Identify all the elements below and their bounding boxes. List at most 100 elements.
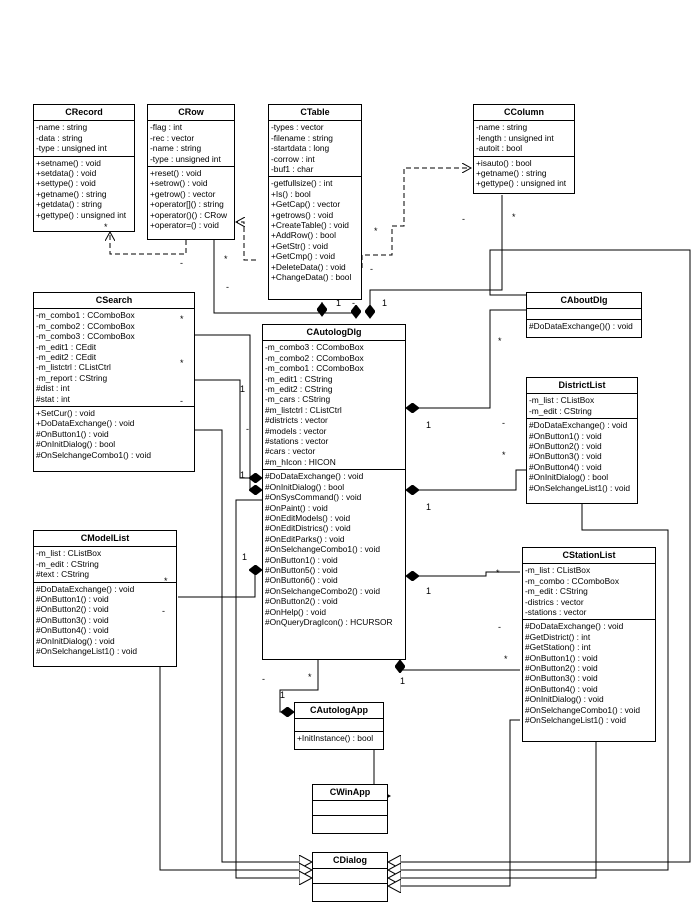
operations: +reset() : void+setrow() : void+getrow()… [148,167,234,232]
class-member: +getname() : string [36,188,107,199]
class-member: +setname() : void [36,157,101,168]
multiplicity-label: 1 [426,502,432,512]
class-member: -m_edit2 : CString [265,384,333,395]
multiplicity-label: - [502,418,505,428]
class-csearch[interactable]: CSearch -m_combo1 : CComboBox-m_combo2 :… [33,292,195,472]
operations: +InitInstance() : bool [295,732,383,745]
multiplicity-label: 1 [240,470,246,480]
assoc-cstationlist-cautologdlg [406,572,520,576]
attributes: -flag : int-rec : vector-name : string-t… [148,121,234,168]
class-title: CStationList [523,548,655,565]
operations: +SetCur() : void+DoDataExchange() : void… [34,407,194,462]
assoc-cstationlist-cautologdlg-2 [400,660,520,670]
multiplicity-label: 1 [280,690,286,700]
class-member: #OnButton3() : void [529,451,602,462]
class-member: +DeleteData() : void [271,261,346,272]
assoc-csearch-cautologdlg-2 [195,379,262,478]
multiplicity-label: * [498,336,502,346]
class-member: +setrow() : void [150,178,208,189]
class-member: #OnInitDialog() : bool [529,472,609,483]
assoc-csearch-cautologdlg [195,334,262,490]
class-member: -length : unsigned int [476,132,554,143]
class-cmodellist[interactable]: CModelList -m_list : CListBox-m_edit : C… [33,530,177,667]
class-member: #models : vector [265,425,327,436]
multiplicity-label: * [374,226,378,236]
generalization-districtlist-cdialog [388,504,669,870]
generalization-cstationlist-cdialog-2 [388,719,520,886]
attributes: -m_combo3 : CComboBox-m_combo2 : CComboB… [263,341,405,471]
class-member: #OnButton1() : void [529,430,602,441]
class-member: -m_edit : CString [525,586,588,597]
class-member: #OnButton4() : void [36,625,109,636]
multiplicity-label: * [224,254,228,264]
class-member: #DoDataExchange()() : void [529,321,633,332]
class-cdialog[interactable]: CDialog [312,852,388,902]
class-member: #dist : int [36,383,70,394]
class-member: #OnButton1() : void [525,652,598,663]
class-crecord[interactable]: CRecord -name : string-data : string-typ… [33,104,135,232]
class-cautologdlg[interactable]: CAutologDlg -m_combo3 : CComboBox-m_comb… [262,324,406,660]
class-member: #OnSelchangeCombo1() : void [265,544,380,555]
class-ccolumn[interactable]: CColumn -name : string-length : unsigned… [473,104,575,194]
class-member: +settype() : void [36,178,96,189]
class-member: -type : unsigned int [36,143,107,154]
multiplicity-label: * [164,576,168,586]
operations: #DoDataExchange() : void#OnButton1() : v… [34,583,176,659]
class-ctable[interactable]: CTable -types : vector-filename : string… [268,104,362,300]
class-member: #cars : vector [265,446,316,457]
class-cstationlist[interactable]: CStationList -m_list : CListBox-m_combo … [522,547,656,742]
dependency-crow-crecord [110,232,187,255]
class-member: +getdata() : string [36,199,102,210]
class-member: #OnButton2() : void [525,663,598,674]
class-member: #OnSelchangeList1() : void [525,715,627,726]
operations [313,884,387,898]
class-member: -m_combo1 : CComboBox [36,310,135,321]
assoc-cmodellist-cautologdlg [178,570,262,598]
class-member: #GetDistrict() : int [525,631,591,642]
assoc-districtlist-cautologdlg [406,469,526,490]
attributes [527,309,641,321]
operations: +isauto() : bool+getname() : string+gett… [474,157,574,191]
class-member: #OnInitDialog() : void [36,635,115,646]
class-crow[interactable]: CRow -flag : int-rec : vector-name : str… [147,104,235,240]
multiplicity-label: * [512,212,516,222]
class-member: #OnButton2() : void [265,596,338,607]
class-member: +operator[]() : string [150,199,224,210]
multiplicity-label: - [180,258,183,268]
multiplicity-label: - [180,396,183,406]
class-member: #OnButton3() : void [36,614,109,625]
class-member: #OnPaint() : void [265,502,328,513]
multiplicity-label: 1 [400,676,406,686]
class-title: CSearch [34,293,194,310]
class-member: #OnSelchangeCombo1() : void [36,449,151,460]
class-member: -getfullsize() : int [271,178,333,189]
class-member: -startdata : long [271,143,330,154]
class-member: #OnHelp() : void [265,606,326,617]
class-caboutdlg[interactable]: CAboutDlg #DoDataExchange()() : void [526,292,642,338]
class-member: #OnButton1() : void [36,428,109,439]
multiplicity-label: - [162,606,165,616]
attributes: -name : string-data : string-type : unsi… [34,121,134,157]
class-member: +getrow() : vector [150,188,216,199]
class-member: -autoit : bool [476,143,523,154]
class-member: -filename : string [271,132,333,143]
class-member: -m_list : CListBox [36,548,102,559]
class-member: -m_combo2 : CComboBox [36,320,135,331]
operations: #DoDataExchange() : void#OnInitDialog() … [263,470,405,629]
class-member: #OnButton6() : void [265,575,338,586]
operations: -getfullsize() : int+Is() : bool+GetCap(… [269,177,361,284]
class-member: #OnSelchangeCombo1() : void [525,704,640,715]
class-cautologapp[interactable]: CAutologApp +InitInstance() : bool [294,702,384,750]
multiplicity-label: * [496,568,500,578]
class-member: #m_hIcon : HICON [265,456,336,467]
class-title: CTable [269,105,361,122]
class-member: #OnSysCommand() : void [265,492,362,503]
class-cwinapp[interactable]: CWinApp [312,784,388,834]
class-title: CModelList [34,531,176,548]
class-member: +isauto() : bool [476,157,532,168]
class-member: -m_list : CListBox [525,565,591,576]
class-member: #OnButton1() : void [265,554,338,565]
multiplicity-label: - [246,424,249,434]
class-districtlist[interactable]: DistrictList -m_list : CListBox-m_edit :… [526,377,638,504]
